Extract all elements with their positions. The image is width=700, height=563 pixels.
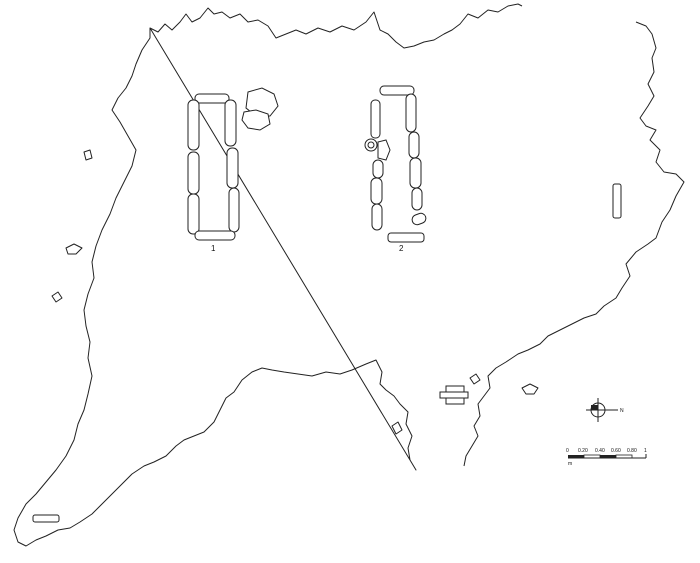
isolated-slab [32, 514, 60, 523]
stone-slab [405, 93, 417, 133]
excavation-boundary [13, 3, 685, 547]
stone-slab [408, 131, 420, 159]
stone-slab [411, 212, 427, 226]
scale-tick-1: 1 [644, 448, 647, 454]
stone-slab [194, 230, 236, 241]
stone-slab [371, 203, 383, 231]
stone-slab [228, 187, 240, 233]
scale-tick-020: 0.20 [578, 448, 588, 454]
boulder [377, 139, 391, 161]
north-letter: N [620, 408, 624, 414]
outline-fragment [521, 383, 539, 395]
stone-slab [409, 157, 422, 189]
stone-slab [379, 85, 415, 96]
boulder [241, 109, 271, 131]
outline-fragment [65, 243, 83, 255]
outline-fragment [391, 421, 403, 435]
stone-slab [187, 99, 200, 151]
grave-1 [187, 87, 279, 241]
hatched-stone [364, 138, 378, 152]
scale-bar [568, 454, 647, 459]
stone-slab [187, 151, 200, 195]
grave-2-label: 2 [399, 244, 404, 253]
stacked-slabs [439, 385, 469, 405]
outline-fragment [469, 373, 481, 385]
north-arrow [586, 398, 618, 422]
scale-unit: m [568, 461, 572, 467]
scale-tick-0: 0 [566, 448, 569, 454]
stone-slab [226, 147, 239, 189]
stone-slab [187, 193, 200, 235]
stone-slab [387, 232, 425, 243]
outline-fragment [83, 149, 93, 161]
scale-tick-080: 0.80 [627, 448, 637, 454]
stone-slab [194, 93, 230, 104]
scale-tick-040: 0.40 [595, 448, 605, 454]
stone-slab [370, 99, 381, 139]
hatched-stone-inner [367, 141, 375, 149]
grave-1-label: 1 [211, 244, 216, 253]
boulder [245, 87, 279, 117]
scale-tick-060: 0.60 [611, 448, 621, 454]
isolated-slab [612, 183, 622, 219]
stone-slab [224, 99, 237, 147]
outline-fragment [51, 291, 63, 303]
stone-slab [372, 159, 384, 179]
stone-slab [370, 177, 383, 205]
grave-2 [364, 85, 427, 243]
stone-slab [411, 187, 423, 211]
